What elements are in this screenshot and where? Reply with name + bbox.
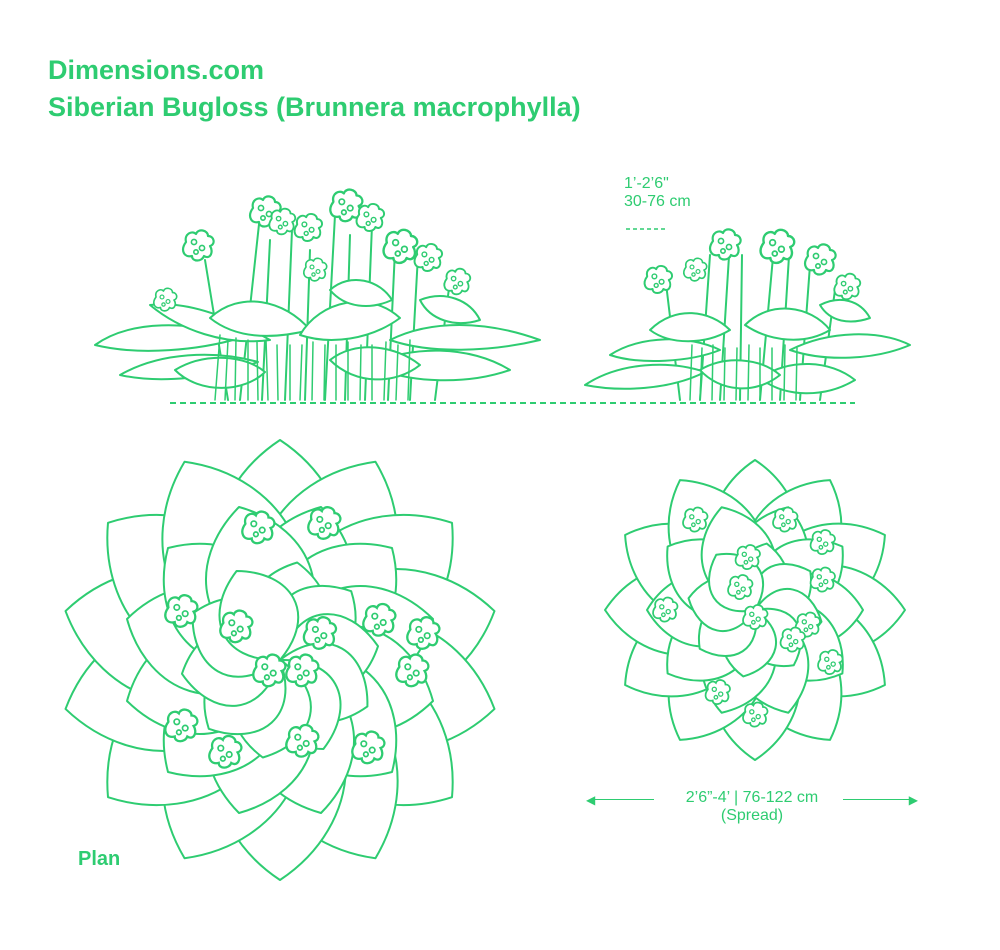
front-flowers [152,190,472,313]
height-dimension: 1’-2’6" 30-76 cm [624,175,691,212]
page-title: Siberian Bugloss (Brunnera macrophylla) [48,92,581,122]
spread-arrow-left: ◀ [586,794,654,806]
site-name: Dimensions.com [48,55,265,85]
plan-large [64,439,496,881]
plan-view-label: Plan [78,848,121,870]
elevation-front [94,190,541,401]
plan-small [604,459,906,761]
height-metric: 30-76 cm [624,193,691,211]
spread-dimension: 2’6”-4’ | 76-122 cm (Spread) [588,789,916,826]
spread-arrow-right: ▶ [843,794,918,806]
spread-value: 2’6”-4’ | 76-122 cm [685,789,819,806]
elevation-side [584,227,911,401]
spread-note: (Spread) [720,807,784,825]
front-base [214,334,411,401]
height-imperial: 1’-2’6" [624,175,669,192]
